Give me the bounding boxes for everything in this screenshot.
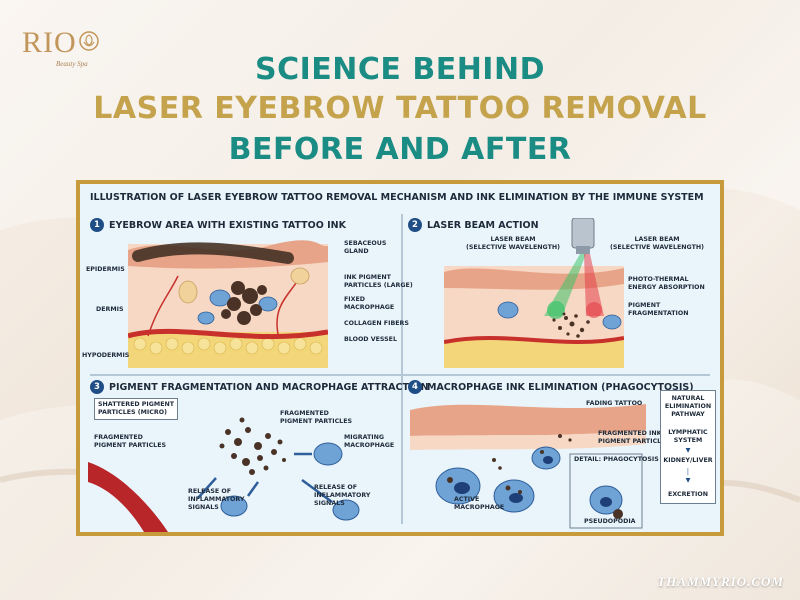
diagram-panel: ILLUSTRATION OF LASER EYEBROW TATTOO REM… [76, 180, 724, 536]
label-pigment-fragmentation: PIGMENT FRAGMENTATION [628, 302, 689, 317]
headline-line-3: BEFORE AND AFTER [228, 132, 572, 167]
pathway-natural-elimination: NATURAL ELIMINATION PATHWAY [664, 395, 712, 418]
section-1-title: EYEBROW AREA WITH EXISTING TATTOO INK [109, 219, 346, 231]
label-photothermal-absorption: PHOTO-THERMAL ENERGY ABSORPTION [628, 276, 705, 291]
brand-logo: RIO Beauty Spa [22, 26, 102, 70]
label-blood-vessel: BLOOD VESSEL [344, 336, 397, 343]
label-pseudopodia: PSEUDOPODIA [584, 518, 636, 525]
label-shattered-pigment: SHATTERED PIGMENT PARTICLES (MICRO) [94, 398, 179, 420]
section-3-header: 3 PIGMENT FRAGMENTATION AND MACROPHAGE A… [90, 380, 429, 394]
section-2-badge: 2 [408, 218, 422, 232]
label-collagen-fibers: COLLAGEN FIBERS [344, 320, 409, 327]
label-laser-beam-red: LASER BEAM (SELECTIVE WAVELENGTH) [610, 236, 705, 251]
label-sebaceous-gland: SEBACEOUS GLAND [344, 240, 387, 255]
label-inflammatory-signals-right: RELEASE OF INFLAMMATORY SIGNALS [314, 484, 371, 507]
label-fixed-macrophage: FIXED MACROPHAGE [344, 296, 395, 311]
label-detail-phagocytosis: DETAIL: PHAGOCYTOSIS [574, 456, 659, 463]
logo-text: RIO [22, 26, 77, 59]
label-fragmented-pigment-right: FRAGMENTED PIGMENT PARTICLES [280, 410, 353, 425]
rose-icon [79, 31, 99, 51]
divider-vertical [401, 214, 403, 524]
pathway-down-line-icon: │▼ [685, 469, 691, 484]
pathway-kidney-liver: KIDNEY/LIVER [663, 457, 713, 464]
label-inflammatory-signals-left: RELEASE OF INFLAMMATORY SIGNALS [188, 488, 245, 511]
diagram-title: ILLUSTRATION OF LASER EYEBROW TATTOO REM… [90, 192, 704, 203]
section-4-header: 4 MACROPHAGE INK ELIMINATION (PHAGOCYTOS… [408, 380, 694, 394]
section-4-badge: 4 [408, 380, 422, 394]
divider-horizontal [90, 374, 710, 376]
site-watermark: THAMMYRIO.COM [657, 574, 784, 589]
label-migrating-macrophage: MIGRATING MACROPHAGE [344, 434, 395, 449]
elimination-pathway-box: NATURAL ELIMINATION PATHWAY LYMPHATIC SY… [660, 390, 716, 504]
fragmentation-illustration [88, 417, 360, 532]
skin-cross-section-illustration [128, 240, 328, 368]
label-laser-beam-green: LASER BEAM (SELECTIVE WAVELENGTH) [466, 236, 561, 251]
pathway-excretion: EXCRETION [668, 491, 708, 498]
logo-tagline: Beauty Spa [56, 60, 88, 68]
layer-dermis-label: DERMIS [96, 306, 124, 313]
section-4-title: MACROPHAGE INK ELIMINATION (PHAGOCYTOSIS… [427, 381, 694, 393]
section-2-header: 2 LASER BEAM ACTION [408, 218, 539, 232]
headline-line-2: LASER EYEBROW TATTOO REMOVAL [93, 91, 707, 126]
label-fragmented-pigment-left: FRAGMENTED PIGMENT PARTICLES [94, 434, 167, 449]
section-3-badge: 3 [90, 380, 104, 394]
layer-hypodermis-label: HYPODERMIS [82, 352, 130, 359]
section-1-header: 1 EYEBROW AREA WITH EXISTING TATTOO INK [90, 218, 346, 232]
label-fragmented-ink: FRAGMENTED INK PIGMENT PARTICLES [598, 430, 671, 445]
layer-epidermis-label: EPIDERMIS [86, 266, 125, 273]
label-fading-tattoo: FADING TATTOO [586, 400, 643, 407]
pathway-arrow-icon: ▼ [685, 447, 691, 454]
label-active-macrophage: ACTIVE MACROPHAGE [454, 496, 505, 511]
phagocytosis-illustration [410, 404, 646, 529]
section-3-title: PIGMENT FRAGMENTATION AND MACROPHAGE ATT… [109, 381, 429, 393]
section-1-badge: 1 [90, 218, 104, 232]
label-ink-pigment-large: INK PIGMENT PARTICLES (LARGE) [344, 274, 413, 289]
headline-line-1: SCIENCE BEHIND [255, 52, 545, 87]
laser-action-illustration [444, 218, 624, 368]
section-2-title: LASER BEAM ACTION [427, 219, 539, 231]
pathway-lymphatic-system: LYMPHATIC SYSTEM [668, 429, 708, 444]
